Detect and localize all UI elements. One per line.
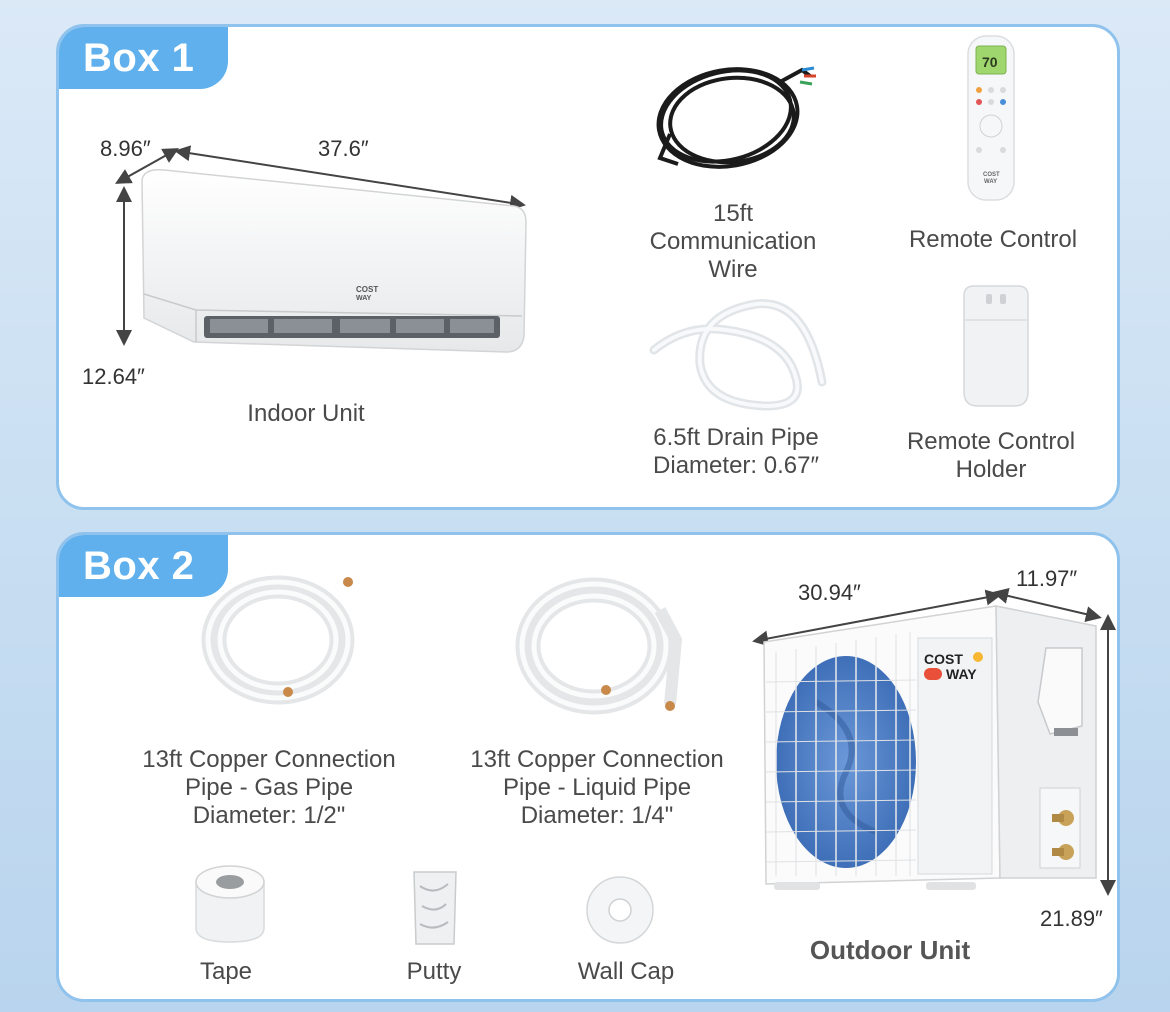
liquid-pipe-image: [515, 577, 683, 715]
box-1-tag: Box 1: [59, 27, 229, 89]
outdoor-unit-label: Outdoor Unit: [809, 935, 971, 965]
drain-pipe-image: [649, 299, 827, 411]
remote-control-image: 70 COST WAY: [967, 35, 1015, 201]
communication-wire-image: [656, 66, 816, 169]
outdoor-brand-logo: COST: [924, 651, 963, 667]
communication-wire-label: 15ft Communication Wire: [649, 200, 817, 283]
liquid-pipe-label: 13ft Copper Connection Pipe - Liquid Pip…: [470, 746, 724, 829]
tape-image: [195, 865, 265, 943]
remote-holder-label: Remote Control Holder: [906, 428, 1076, 483]
drain-pipe-label: 6.5ft Drain Pipe Diameter: 0.67″: [653, 424, 819, 479]
box-2-tag: Box 2: [59, 535, 229, 597]
svg-text:COST: COST: [983, 172, 1000, 178]
putty-image: [413, 871, 457, 945]
tape-label: Tape: [199, 958, 253, 985]
indoor-unit-label: Indoor Unit: [247, 400, 365, 427]
svg-text:WAY: WAY: [984, 179, 997, 185]
putty-label: Putty: [406, 958, 462, 985]
remote-holder-image: [963, 285, 1029, 407]
remote-control-label: Remote Control: [908, 226, 1078, 253]
svg-text:70: 70: [982, 54, 998, 70]
indoor-unit-image: COST WAY: [141, 168, 527, 353]
wall-cap-label: Wall Cap: [577, 958, 675, 985]
gas-pipe-label: 13ft Copper Connection Pipe - Gas Pipe D…: [142, 746, 396, 829]
outdoor-depth-dimension: 11.97″: [1016, 566, 1078, 591]
indoor-height-dimension: 12.64″: [82, 364, 145, 389]
outdoor-unit-image: COST WAY: [763, 605, 1097, 890]
svg-text:WAY: WAY: [946, 666, 977, 682]
gas-pipe-image: [201, 575, 355, 705]
indoor-brand-logo: COST: [356, 285, 378, 294]
svg-text:WAY: WAY: [356, 295, 372, 302]
outdoor-height-dimension: 21.89″: [1040, 906, 1103, 931]
wall-cap-image: [586, 876, 654, 944]
